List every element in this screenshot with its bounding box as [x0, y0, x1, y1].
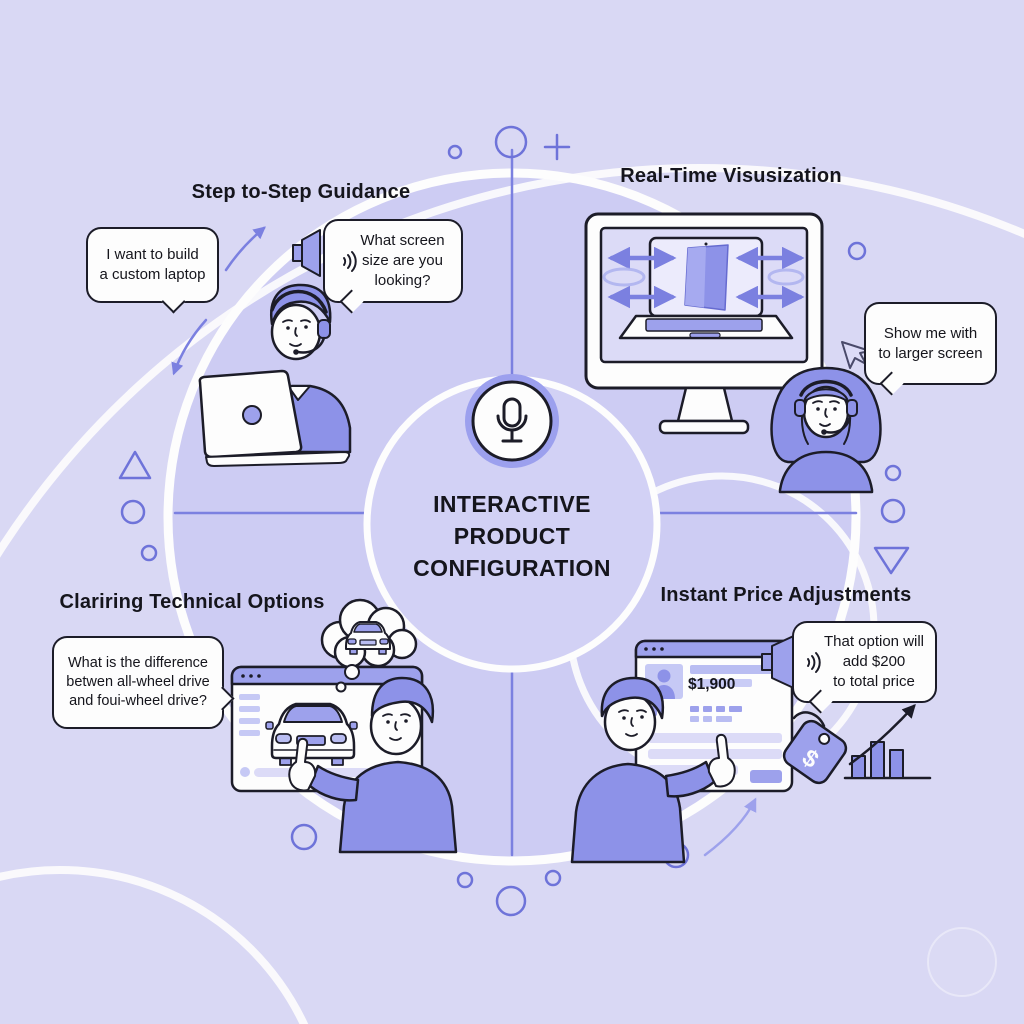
sidebar-placeholder-bars	[239, 694, 260, 736]
action-button	[750, 770, 782, 783]
laptop-rotating-panel-icon	[618, 236, 794, 340]
support-agent-with-laptop	[198, 283, 352, 467]
heading-realtime-visualization: Real-Time Visusization	[620, 165, 842, 187]
circle-deco-icon	[884, 464, 902, 482]
divider-lines	[173, 148, 858, 857]
curved-arrow-down-icon	[171, 318, 208, 376]
circle-deco-icon	[120, 499, 146, 525]
pointing-man	[288, 676, 458, 854]
resize-arrows-icon	[602, 246, 805, 309]
guidance-arrows	[171, 226, 266, 376]
bubble-text: What is the difference betwen all-wheel …	[66, 655, 210, 709]
car-icon	[265, 702, 358, 766]
speech-bubble-customer: What is the difference betwen all-wheel …	[52, 636, 235, 729]
headset-icon	[794, 379, 858, 435]
center-circle	[363, 374, 661, 673]
sound-waves-icon	[806, 652, 821, 673]
circle-deco-icon	[290, 823, 318, 851]
watermark-circle	[927, 927, 997, 997]
circle-deco-icon	[140, 544, 158, 562]
speech-bubble-customer: Show me with to larger screen	[864, 302, 997, 396]
pointing-man	[570, 676, 736, 864]
thought-bubble-car-icon	[320, 598, 418, 693]
laptop-icon	[198, 369, 351, 467]
circle-deco-icon	[494, 125, 528, 159]
curved-arrow-up-icon	[224, 226, 266, 272]
circle-deco-icon	[880, 498, 906, 524]
triangle-up-icon	[118, 450, 152, 480]
speech-bubble-agent: That option will add $200 to total price	[792, 621, 937, 714]
center-title-line: PRODUCT	[453, 523, 571, 549]
car-icon	[345, 621, 391, 655]
growth-chart-icon	[843, 703, 932, 780]
bubble-text: That option will add $200 to total price	[823, 633, 925, 690]
speech-bubble-customer: I want to build a custom laptop	[86, 227, 219, 314]
plus-deco-icon	[543, 133, 571, 161]
center-title-line: CONFIGURATION	[413, 555, 611, 581]
microphone-icon	[496, 397, 528, 443]
circle-deco-icon	[447, 144, 463, 160]
center-title-line: INTERACTIVE	[433, 491, 591, 517]
sound-waves-icon	[343, 251, 358, 272]
support-agent-woman	[770, 366, 882, 494]
circle-deco-icon	[847, 241, 867, 261]
decorative-shapes	[118, 125, 910, 917]
megaphone-icon	[292, 229, 321, 277]
triangle-down-icon	[873, 546, 910, 575]
monitor-icon	[584, 212, 824, 435]
heading-clarifying-options: Clariring Technical Options	[59, 591, 325, 613]
circle-deco-icon	[456, 871, 474, 889]
screen-price-label: $1,900	[688, 676, 736, 693]
price-tag-icon: $	[782, 711, 848, 785]
bubble-text: I want to build a custom laptop	[99, 246, 206, 283]
headset-icon	[270, 289, 331, 355]
bubble-text: What screen size are you looking?	[360, 232, 445, 289]
curved-arrow-up-icon	[703, 797, 757, 857]
speech-bubble-agent: What screen size are you looking?	[323, 219, 463, 314]
circle-deco-icon	[544, 869, 562, 887]
bubble-text: Show me with to larger screen	[878, 324, 983, 362]
heading-step-guidance: Step to-Step Guidance	[191, 181, 411, 203]
heading-instant-price: Instant Price Adjustments	[660, 584, 912, 606]
circle-deco-icon	[495, 885, 527, 917]
center-title: INTERACTIVE PRODUCT CONFIGURATION	[413, 488, 611, 584]
